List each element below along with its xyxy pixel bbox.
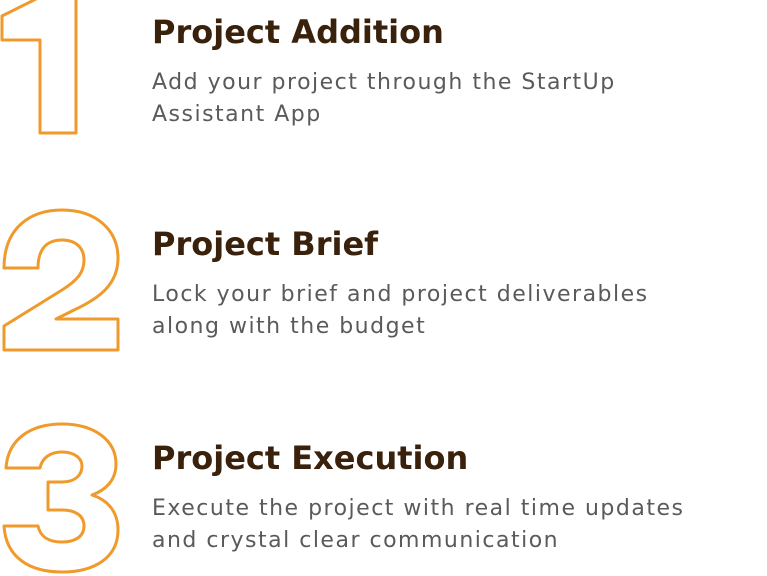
number-three-icon — [0, 420, 122, 576]
step-description-line: Assistant App — [152, 102, 322, 127]
step-description-line: Execute the project with real time updat… — [152, 496, 685, 521]
step-3: Project Execution Execute the project wi… — [0, 414, 767, 576]
step-2: Project Brief Lock your brief and projec… — [0, 200, 767, 360]
number-one-icon — [0, 0, 80, 144]
number-two-icon — [0, 206, 122, 356]
step-description-line: and crystal clear communication — [152, 528, 560, 553]
step-description-line: Add your project through the StartUp — [152, 70, 616, 95]
step-title: Project Addition — [152, 13, 444, 51]
step-1: Project Addition Add your project throug… — [0, 0, 767, 150]
step-description-line: along with the budget — [152, 314, 427, 339]
step-title: Project Execution — [152, 439, 469, 477]
step-title: Project Brief — [152, 225, 379, 263]
step-description-line: Lock your brief and project deliverables — [152, 282, 649, 307]
